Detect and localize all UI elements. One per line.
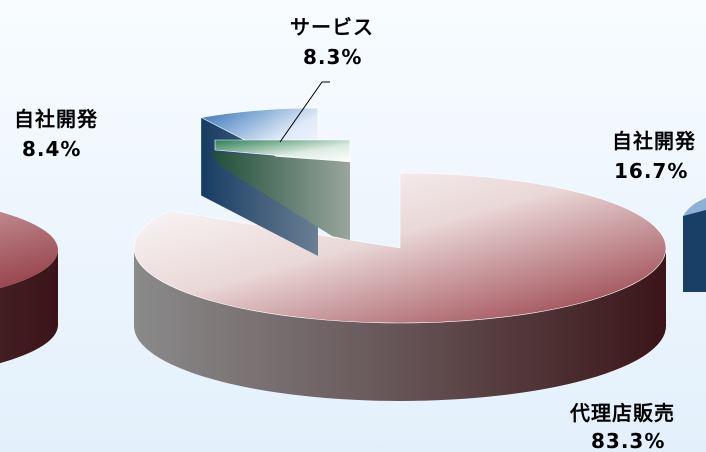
label-dairiten-name: 代理店販売 (569, 401, 675, 425)
pie-right (683, 198, 706, 292)
slice-dairiten (133, 172, 667, 401)
label-jisha-value: 8.4% (22, 137, 81, 161)
label-right-name: 自社開発 (612, 129, 696, 153)
label-service-name: サービス (290, 15, 374, 39)
pie-center (133, 107, 667, 401)
label-service-value: 8.3% (303, 45, 362, 69)
slice-right-partial (683, 198, 706, 292)
slice-left-partial (0, 211, 58, 364)
slice-right-side (683, 208, 706, 292)
slice-left-top (0, 211, 58, 289)
label-right-value: 16.7% (614, 159, 688, 183)
service-leader-line (279, 81, 330, 143)
slice-dairiten-top (133, 172, 667, 324)
label-jisha-name: 自社開発 (14, 107, 98, 131)
pie-left (0, 211, 58, 364)
slice-dairiten-rim (134, 248, 666, 401)
slice-service (210, 139, 351, 240)
slice-left-rim (0, 250, 58, 364)
slice-service-side (210, 152, 350, 240)
slice-labels: サービス 8.3% 自社開発 8.4% 自社開発 16.7% 代理店販売 83.3% (14, 15, 696, 452)
slice-service-top (214, 139, 351, 163)
slice-right-top (683, 198, 706, 216)
label-dairiten-value: 83.3% (591, 429, 665, 452)
